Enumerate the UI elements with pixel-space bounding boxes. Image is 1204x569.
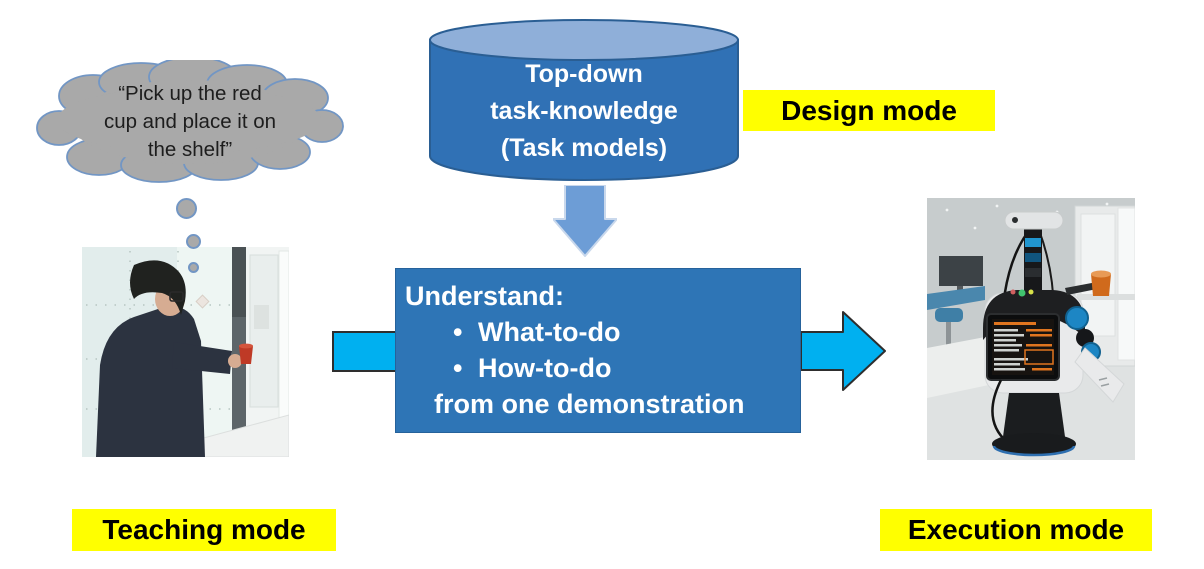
understand-box-item-text: How-to-do bbox=[478, 353, 612, 383]
down-arrow-icon bbox=[553, 185, 617, 257]
task-knowledge-line: Top-down bbox=[525, 60, 643, 88]
execution-photo bbox=[927, 198, 1135, 460]
thought-bubble-text: “Pick up the red cup and place it on the… bbox=[40, 80, 340, 164]
teaching-photo bbox=[82, 247, 289, 457]
task-knowledge-cylinder bbox=[429, 19, 739, 181]
bullet-icon: • bbox=[453, 317, 463, 347]
thought-bubble-line: the shelf” bbox=[147, 138, 233, 161]
design-mode-label-text: Design mode bbox=[781, 94, 957, 126]
understand-box-bullet-item: • How-to-do bbox=[396, 350, 800, 386]
understand-box-footer: from one demonstration bbox=[434, 389, 745, 419]
design-mode-label: Design mode bbox=[743, 90, 995, 131]
understand-box-title: Understand: bbox=[405, 281, 565, 311]
task-knowledge-line: task-knowledge bbox=[490, 97, 678, 125]
execution-mode-label-text: Execution mode bbox=[907, 514, 1125, 545]
bullet-icon: • bbox=[453, 353, 463, 383]
person-figure bbox=[96, 260, 253, 457]
teaching-mode-label-text: Teaching mode bbox=[102, 514, 306, 545]
task-knowledge-line: (Task models) bbox=[500, 134, 668, 162]
teaching-mode-label: Teaching mode bbox=[72, 509, 336, 551]
understand-box-item-text: What-to-do bbox=[478, 317, 621, 347]
flow-arrow-right bbox=[800, 311, 886, 391]
understand-box: Understand: • What-to-do • How-to-do from … bbox=[395, 268, 801, 433]
thought-trail-dot bbox=[188, 262, 199, 273]
thought-cloud-icon bbox=[36, 60, 344, 183]
thought-trail-dot bbox=[176, 198, 197, 219]
flow-arrow-left bbox=[332, 331, 397, 372]
robot-figure bbox=[983, 211, 1125, 457]
understand-box-bullet-item: • What-to-do bbox=[396, 314, 800, 350]
thought-trail-dot bbox=[186, 234, 201, 249]
thought-bubble-line: “Pick up the red bbox=[118, 82, 262, 105]
thought-bubble-line: cup and place it on bbox=[103, 110, 277, 133]
task-knowledge-text: Top-down task-knowledge (Task models) bbox=[428, 56, 740, 167]
execution-mode-label: Execution mode bbox=[880, 509, 1152, 551]
